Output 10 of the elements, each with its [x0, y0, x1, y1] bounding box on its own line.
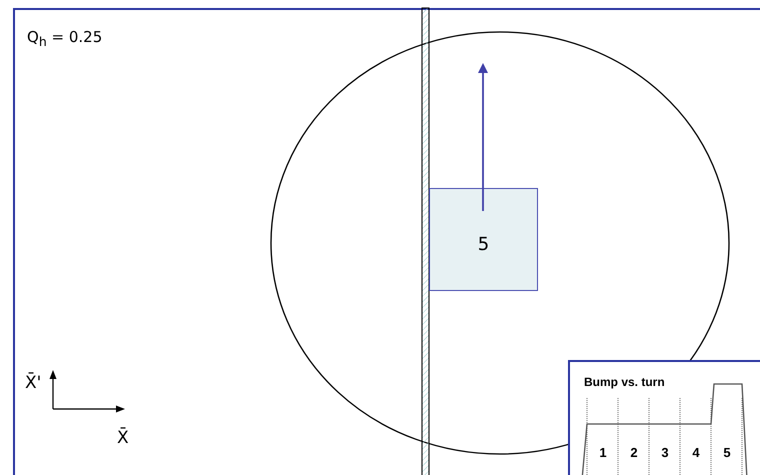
segment-number: 4 [691, 445, 701, 460]
fluid-parcel-box [429, 188, 538, 291]
segment-number: 3 [660, 445, 670, 460]
segment-number: 5 [722, 445, 732, 460]
box-number: 5 [478, 236, 490, 254]
inset-title: Bump vs. turn [584, 375, 665, 389]
bump-vs-turn-inset [568, 360, 760, 475]
segment-number: 2 [629, 445, 639, 460]
segment-number: 1 [598, 445, 608, 460]
parameter-label: Q$_{h}$ = 0.25 [27, 30, 102, 48]
